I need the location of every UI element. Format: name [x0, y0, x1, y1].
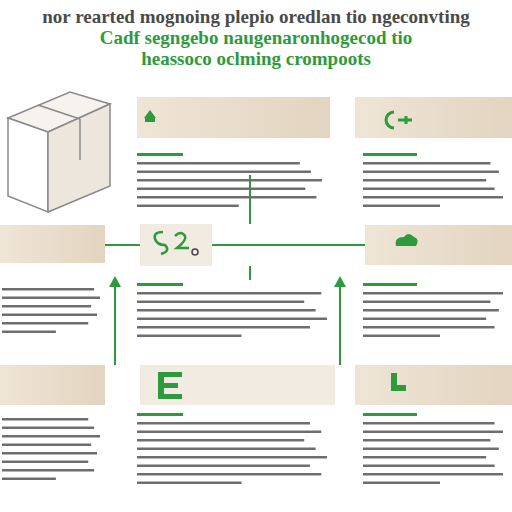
text-stroke [363, 456, 486, 459]
text-stroke [363, 439, 490, 442]
text-stroke [137, 205, 239, 208]
text-stroke [2, 418, 88, 421]
text-stroke [363, 301, 490, 304]
text-stroke [137, 473, 321, 476]
text-stroke [363, 171, 499, 174]
text-stroke [137, 153, 183, 156]
text-stroke [2, 288, 94, 291]
illegible-body-text [2, 153, 503, 484]
connector-line [105, 175, 365, 365]
text-stroke [363, 153, 417, 156]
text-stroke [2, 452, 97, 455]
text-stroke [2, 314, 97, 317]
text-stroke [363, 431, 503, 434]
text-stroke [137, 439, 304, 442]
text-stroke [363, 318, 486, 321]
text-stroke [363, 482, 440, 485]
text-stroke [363, 205, 440, 208]
text-stroke [137, 465, 310, 468]
text-stroke [363, 335, 440, 338]
text-stroke [363, 188, 495, 191]
text-stroke [137, 283, 183, 286]
text-stroke [137, 188, 305, 191]
text-stroke [363, 179, 486, 182]
text-stroke [137, 335, 242, 338]
text-stroke [137, 309, 316, 312]
text-stroke [137, 318, 327, 321]
text-stroke [137, 422, 310, 425]
arrowhead [109, 276, 346, 287]
text-stroke [363, 196, 503, 199]
text-stroke [137, 171, 311, 174]
box-illustration [8, 92, 110, 212]
text-stroke [137, 456, 327, 459]
text-stroke [363, 413, 417, 416]
beige-band [0, 97, 512, 405]
text-stroke [137, 196, 316, 199]
text-stroke [2, 297, 100, 300]
text-stroke [137, 301, 304, 304]
text-stroke [363, 162, 490, 165]
title: nor rearted mognoing plepio oredlan tio … [6, 6, 506, 27]
text-stroke [137, 162, 300, 165]
text-stroke [2, 427, 94, 430]
icon [144, 110, 418, 399]
text-stroke [137, 448, 316, 451]
text-stroke [363, 283, 417, 286]
text-stroke [137, 326, 310, 329]
text-stroke [2, 435, 100, 438]
text-stroke [363, 292, 503, 295]
text-stroke [363, 473, 503, 476]
text-stroke [363, 465, 495, 468]
text-stroke [2, 444, 91, 447]
subtitle-line: heassoco oclming crompoots [6, 48, 506, 69]
text-stroke [2, 305, 91, 308]
text-stroke [363, 422, 495, 425]
text-stroke [2, 322, 88, 325]
subtitle-line: Cadf segngebo naugenaronhogecod tio [6, 27, 506, 48]
text-stroke [363, 448, 499, 451]
text-stroke [137, 292, 321, 295]
text-stroke [363, 326, 495, 329]
text-stroke [2, 469, 94, 472]
text-stroke [363, 309, 499, 312]
text-stroke [2, 461, 88, 464]
text-stroke [2, 478, 56, 481]
text-stroke [137, 482, 242, 485]
text-stroke [2, 331, 56, 334]
text-stroke [137, 413, 183, 416]
text-stroke [137, 431, 321, 434]
text-stroke [137, 179, 322, 182]
